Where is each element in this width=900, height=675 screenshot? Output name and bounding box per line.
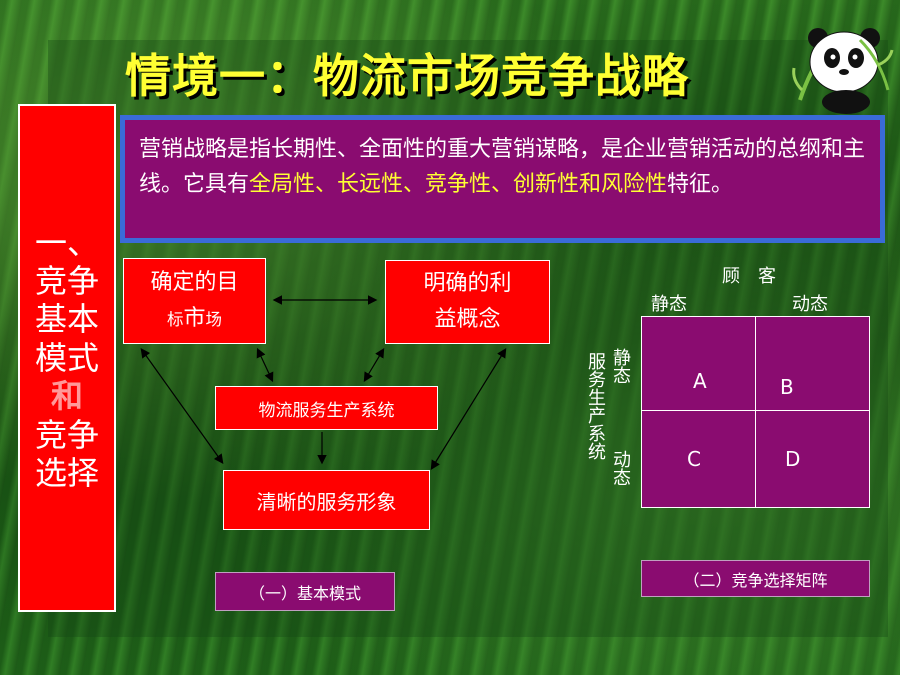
definition-text: 营销战略是指长期性、全面性的重大营销谋略，是企业营销活动的总纲和主线。它具有 [139, 137, 866, 197]
section-heading-panel: 一、 竞争 基本 模式 和 竞争 选择 [18, 104, 116, 612]
competition-matrix: A B C D [641, 316, 870, 508]
heading-line: 模式 [34, 338, 99, 377]
panda-icon [792, 28, 894, 114]
matrix-divider [642, 410, 869, 411]
heading-line: 一、 [34, 223, 99, 262]
service-image-node: 清晰的服务形象 [223, 470, 430, 530]
definition-box: 营销战略是指长期性、全面性的重大营销谋略，是企业营销活动的总纲和主线。它具有全局… [120, 115, 885, 243]
target-market-node: 确定的目标市场 [123, 258, 266, 344]
logistics-service-system-node: 物流服务生产系统 [215, 386, 438, 430]
arrow-node2-node4 [430, 347, 507, 471]
matrix-divider [755, 317, 756, 507]
matrix-caption: （二）竞争选择矩阵 [641, 560, 870, 597]
matrix-row-static: 静态 [610, 348, 631, 384]
page-title: 情境一：物流市场竞争战略 [125, 49, 689, 103]
heading-and: 和 [50, 377, 83, 416]
matrix-row-dynamic: 动态 [610, 450, 631, 486]
benefit-concept-node: 明确的利益概念 [385, 260, 550, 344]
heading-line: 竞争 [34, 262, 99, 301]
arrow-node1-node4 [140, 348, 224, 464]
matrix-cell-d: D [785, 447, 801, 471]
basic-model-caption: （一）基本模式 [215, 572, 395, 611]
matrix-cell-c: C [687, 447, 701, 471]
heading-line: 基本 [34, 300, 99, 339]
heading-line: 选择 [34, 453, 99, 492]
matrix-side-label: 服务生产系统 [585, 352, 606, 460]
heading-line: 竞争 [34, 415, 99, 454]
arrow-node1-node3 [256, 347, 274, 383]
matrix-top-label: 顾 客 [722, 266, 776, 287]
matrix-col-dynamic: 动态 [792, 294, 828, 315]
definition-highlight: 全局性、长远性、竞争性、创新性和风险性 [249, 172, 668, 197]
matrix-cell-b: B [780, 375, 794, 399]
matrix-cell-a: A [693, 369, 707, 393]
matrix-col-static: 静态 [651, 294, 687, 315]
definition-text-end: 特征。 [667, 172, 734, 197]
arrow-node2-node3 [363, 347, 385, 383]
